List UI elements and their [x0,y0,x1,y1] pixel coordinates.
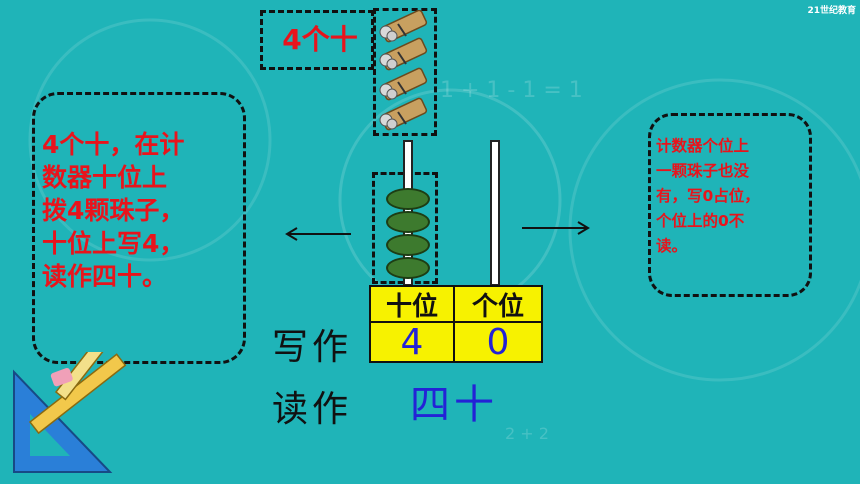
left-explanation-text: 4个十，在计 数器十位上 拨4颗珠子， 十位上写4， 读作四十。 [42,128,242,293]
left-line-4: 十位上写4， [42,229,185,258]
header-label-box [260,10,374,70]
ones-digit-cell: 0 [453,321,543,363]
write-label: 写作 [272,327,353,368]
bead [386,211,430,233]
read-label: 读作 [272,389,353,430]
background-formula: 1 + 1 - 1 = 1 [440,78,583,103]
left-line-2: 数器十位上 [42,163,168,192]
right-line-3: 有，写0占位， [656,187,760,205]
ones-rod [490,140,500,286]
tens-header: 十位 [385,291,438,322]
stick-bundles-icon [379,10,429,132]
bead [386,188,430,210]
right-explanation-text: 计数器个位上 一颗珠子也没 有，写0占位， 个位上的0不 读。 [656,134,808,259]
left-line-5: 读作四十。 [42,262,168,291]
bead [386,234,430,256]
stick-bundles-box [373,8,437,136]
right-line-1: 计数器个位上 [656,137,750,155]
ruler-pencil-icon [13,352,127,473]
tens-beads [386,188,430,284]
right-line-2: 一颗珠子也没 [656,162,750,180]
left-explanation-box [32,92,246,364]
tens-digit-cell: 4 [369,321,455,363]
left-line-3: 拨4颗珠子， [42,196,185,225]
brand-logo: 21世纪教育 [807,3,856,16]
reading-value: 四十 [410,382,498,428]
ones-digit: 0 [486,321,510,363]
right-explanation-box [648,113,812,297]
ones-header: 个位 [471,291,524,322]
right-arrow-icon [522,221,590,235]
logo-text: 21世纪教育 [807,6,856,16]
ones-header-cell: 个位 [453,285,543,323]
header-label: 4个十 [282,23,358,56]
background-formula-2: 2 + 2 [505,424,549,443]
tens-digit: 4 [400,321,424,363]
left-line-1: 4个十，在计 [42,130,185,159]
right-line-5: 读。 [656,237,688,255]
bead [386,257,430,279]
right-line-4: 个位上的0不 [656,212,745,230]
left-arrow-icon [285,227,351,241]
tens-header-cell: 十位 [369,285,455,323]
